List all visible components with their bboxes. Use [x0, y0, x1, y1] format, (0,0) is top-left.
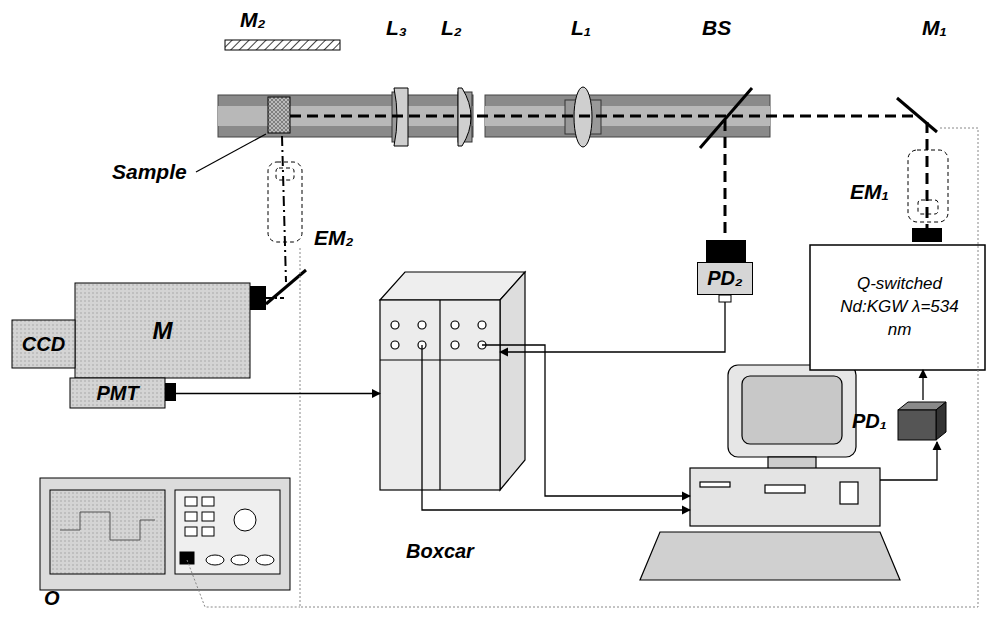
part-label: EM₂	[314, 226, 354, 250]
mirror	[897, 98, 937, 132]
node-text: Q-switched Nd:KGW λ=534 nm	[830, 273, 969, 342]
node-text: Boxcar	[406, 540, 474, 563]
oscilloscope	[40, 478, 290, 590]
connector	[719, 295, 731, 302]
photodiode-cube	[898, 402, 946, 440]
monochromator-label: M	[75, 283, 250, 378]
node-text: PMT	[96, 382, 138, 405]
node-text: PD₂	[707, 267, 742, 290]
trigger-line	[187, 128, 978, 607]
node-text: O	[44, 587, 60, 610]
part-label: L₃	[386, 16, 407, 40]
ccd-label: CCD	[12, 320, 75, 368]
monochromator-body	[75, 283, 250, 378]
sample-cell	[268, 97, 290, 133]
part-label: M₁	[922, 16, 947, 40]
computer	[640, 365, 900, 580]
energy-meter	[268, 162, 302, 242]
entrance-slit	[250, 286, 266, 310]
signal-cable	[922, 370, 923, 400]
laser-beam	[926, 122, 929, 228]
laser-beam	[724, 120, 727, 238]
boxcar-unit	[380, 272, 525, 490]
node-text: CCD	[22, 333, 65, 356]
pmt-body	[70, 378, 165, 408]
ccd-body	[12, 320, 75, 368]
pmt-label: PMT	[70, 378, 165, 409]
laser-body	[810, 245, 985, 370]
signal-beam	[282, 136, 286, 282]
leader-line	[196, 134, 266, 172]
signal-cable	[500, 302, 725, 352]
boxcar-unit: Boxcar	[380, 300, 500, 565]
photodiode-box: PD₂	[697, 262, 753, 295]
oscilloscope-unit: O	[40, 478, 290, 614]
connector	[165, 383, 176, 401]
laser-head	[912, 228, 942, 242]
part-label: EM₁	[850, 180, 889, 204]
mirror	[225, 40, 340, 50]
sample-label: Sample	[112, 160, 187, 184]
mirror	[266, 270, 306, 304]
energy-meter	[908, 150, 948, 222]
node-text: M	[153, 317, 173, 345]
laser-beam	[290, 115, 915, 118]
signal-beam	[266, 297, 284, 299]
part-label: L₂	[441, 16, 462, 40]
part-label: BS	[702, 16, 731, 40]
photodiode-cube: PD₁	[850, 400, 948, 442]
part-label: L₁	[571, 16, 591, 40]
detector-head	[706, 240, 746, 262]
node-text: PD₁	[852, 410, 887, 433]
signal-cable	[176, 393, 380, 394]
part-label: M₂	[240, 8, 266, 32]
laser-box: Q-switched Nd:KGW λ=534 nm	[810, 245, 986, 370]
